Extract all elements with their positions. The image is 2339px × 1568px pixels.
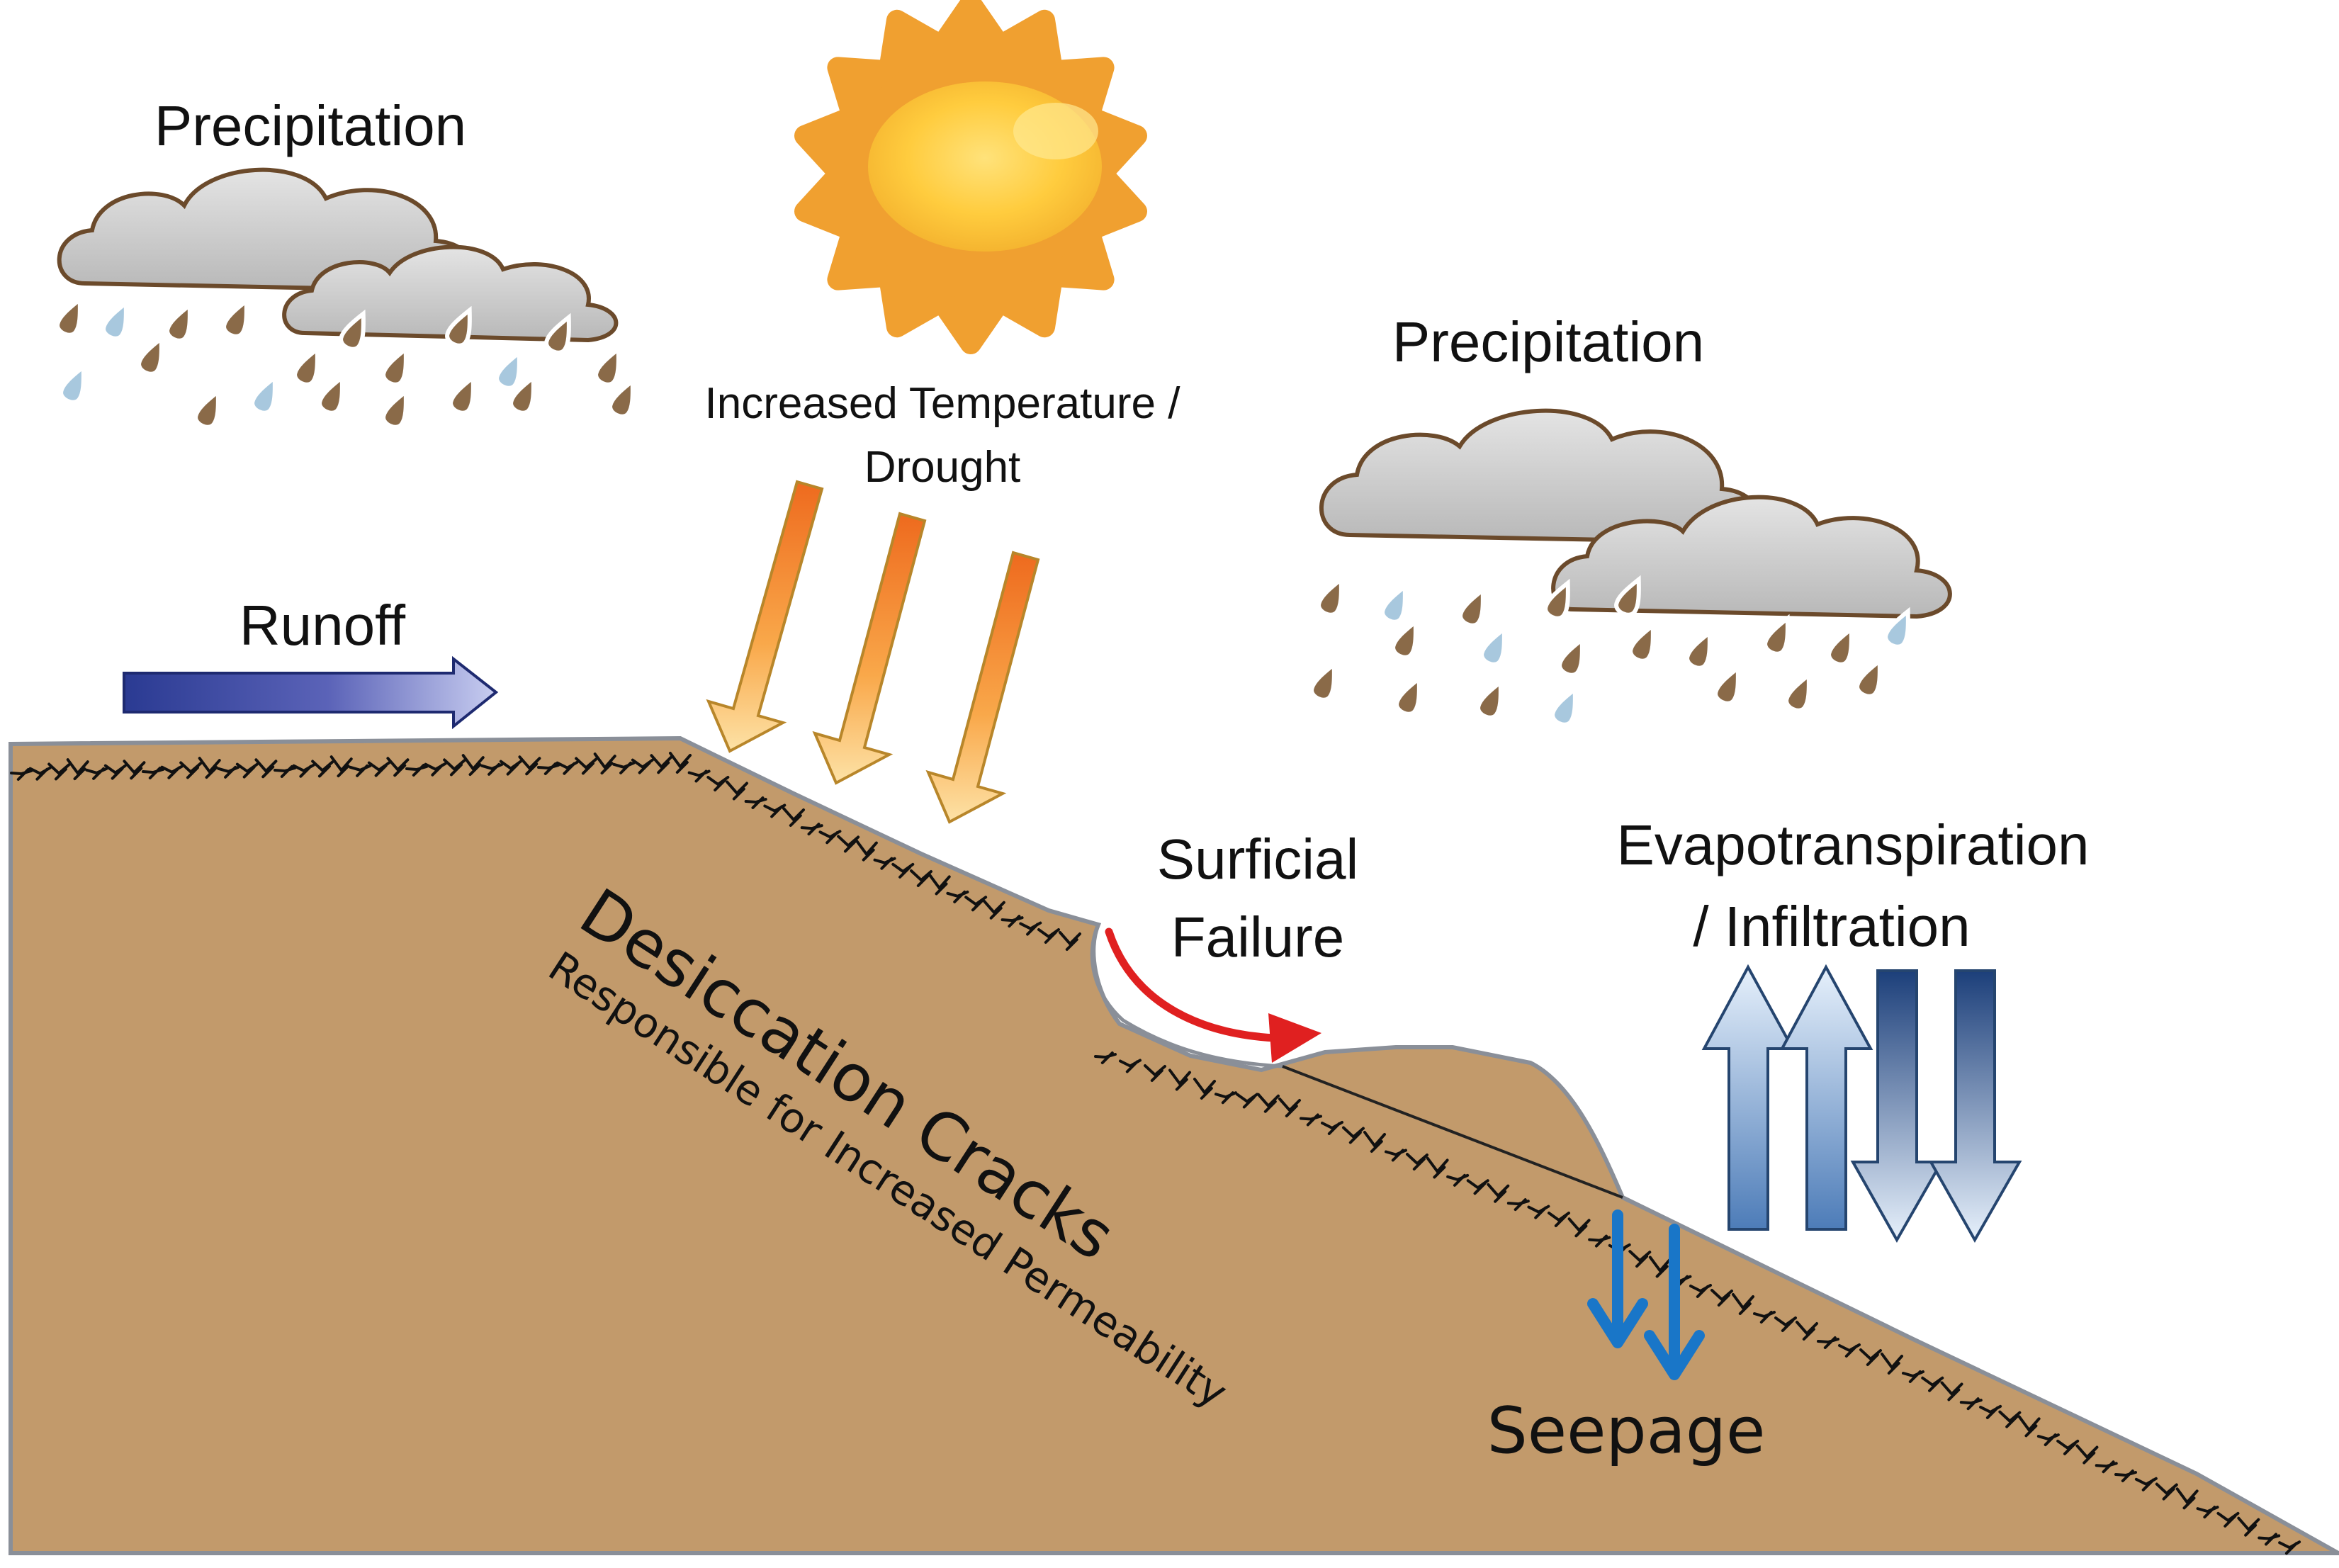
evapo-infiltration-arrows xyxy=(1704,967,2019,1240)
raindrop-icon xyxy=(136,334,170,377)
temperature-label-line1: Increased Temperature / xyxy=(705,379,1181,428)
evapotranspiration-label-line1: Evapotranspiration xyxy=(1616,813,2089,876)
runoff-arrow xyxy=(124,659,496,726)
heat-arrows xyxy=(709,482,1038,822)
heat-arrow-1 xyxy=(709,482,822,751)
seepage-label: Seepage xyxy=(1487,1394,1766,1468)
heat-arrow-3 xyxy=(928,553,1038,822)
raindrop-icon xyxy=(1479,625,1513,667)
infiltration-down-arrow-2 xyxy=(1931,971,2019,1240)
raindrop-icon xyxy=(448,373,482,416)
raindrop-icon xyxy=(292,345,326,388)
evapotranspiration-label-line2: / Infiltration xyxy=(1693,895,1970,958)
raindrop-icon xyxy=(55,295,89,338)
raindrop-icon xyxy=(1309,660,1343,703)
sun-icon xyxy=(805,4,1137,344)
raindrop-icon xyxy=(1713,664,1747,706)
raindrop-icon xyxy=(317,373,351,416)
raindrop-icon xyxy=(1684,628,1718,671)
raindrop-icon xyxy=(58,363,92,405)
surficial-label-line2: Failure xyxy=(1171,906,1345,969)
evapo-up-arrow-2 xyxy=(1782,967,1871,1229)
raindrop-icon xyxy=(193,388,227,430)
heat-arrow-2 xyxy=(815,514,925,783)
raindrop-icon xyxy=(1762,614,1796,657)
raindrop-icon xyxy=(1458,586,1492,628)
raindrop-icon xyxy=(593,345,627,388)
evapo-up-arrow-1 xyxy=(1704,967,1793,1229)
raindrop-icon xyxy=(381,345,415,388)
raindrop-icon xyxy=(1854,657,1888,699)
raindrop-icon xyxy=(1380,582,1414,625)
raindrop-icon xyxy=(1826,625,1860,667)
raindrop-icon xyxy=(101,299,135,342)
raindrop-icon xyxy=(164,301,198,344)
temperature-label-line2: Drought xyxy=(864,443,1021,492)
raindrop-icon xyxy=(1550,685,1584,728)
raindrop-icon xyxy=(1557,636,1591,678)
precipitation-left-label: Precipitation xyxy=(154,94,466,157)
raindrop-icon xyxy=(1390,618,1424,660)
raindrop-icon xyxy=(1783,671,1817,714)
infiltration-down-arrow-1 xyxy=(1853,971,1941,1240)
raindrop-icon xyxy=(1394,675,1428,717)
raindrop-icon xyxy=(1475,678,1509,721)
surficial-label-line1: Surficial xyxy=(1157,828,1359,891)
raindrop-icon xyxy=(1316,575,1350,618)
raindrop-icon xyxy=(221,297,255,339)
precipitation-right-label: Precipitation xyxy=(1392,310,1704,373)
raindrop-icon xyxy=(1628,621,1662,664)
raindrop-icon xyxy=(381,388,415,430)
runoff-label: Runoff xyxy=(239,594,406,657)
raindrop-icon xyxy=(249,373,283,416)
